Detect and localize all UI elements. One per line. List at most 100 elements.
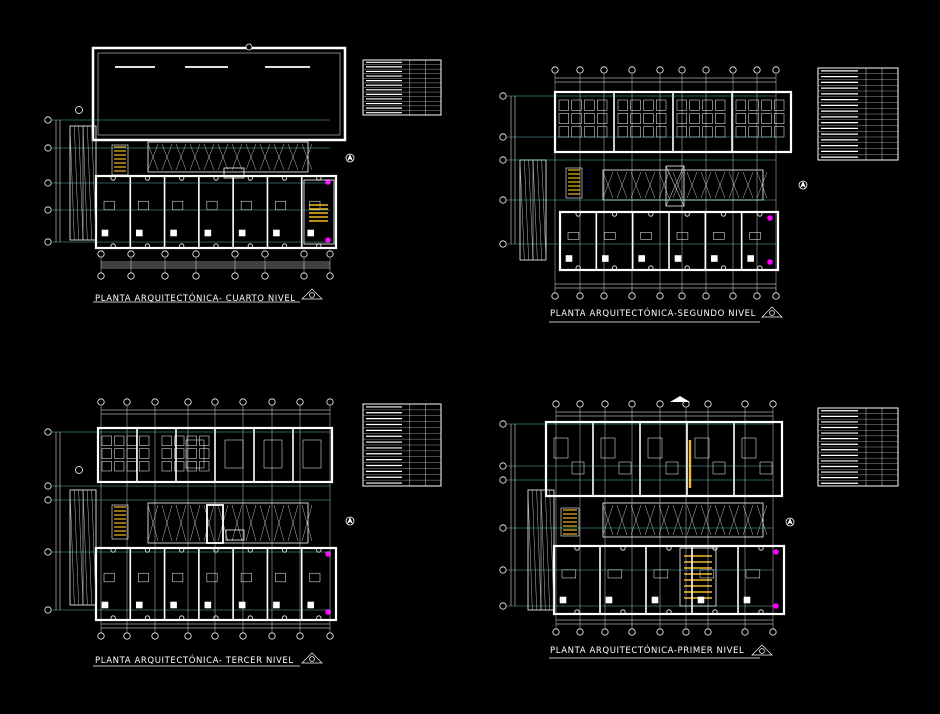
segundo-desk xyxy=(715,126,726,138)
tercer-axis-bubble xyxy=(239,632,247,640)
segundo-desk xyxy=(640,232,652,240)
cuarto-desk xyxy=(103,200,115,211)
cuarto-corridor-hatch xyxy=(175,143,187,171)
segundo-desk xyxy=(558,126,569,138)
segundo-desk xyxy=(604,232,616,240)
segundo-desk xyxy=(617,126,628,138)
segundo-ramp-hatch xyxy=(532,159,538,261)
primer-axis-bubble xyxy=(656,628,664,636)
primer-axis-bubble xyxy=(601,400,609,408)
segundo-desk xyxy=(656,126,667,138)
tercer-column xyxy=(213,615,219,621)
primer-desk xyxy=(571,461,585,475)
primer-room-block xyxy=(552,544,786,616)
segundo-axis-bubble xyxy=(499,92,507,100)
segundo-column xyxy=(575,265,581,271)
segundo-desk xyxy=(630,126,641,138)
plan-title-segundo-nivel: PLANTA ARQUITECTÓNICA-SEGUNDO NIVEL xyxy=(550,309,756,319)
primer-scale-symbol-icon xyxy=(759,648,765,654)
segundo-elevator-shaft xyxy=(665,165,685,207)
cuarto-axis-bubble xyxy=(300,250,308,258)
cuarto-room-block xyxy=(94,174,338,250)
tercer-axis-bubble xyxy=(326,398,334,406)
cuarto-column xyxy=(247,243,253,249)
primer-column xyxy=(574,609,580,615)
segundo-desk xyxy=(702,113,713,124)
cuarto-axis-bubble xyxy=(44,238,52,246)
cuarto-axis-bubble xyxy=(161,250,169,258)
primer-north-arrow-icon xyxy=(787,518,793,525)
cuarto-door-swing xyxy=(238,229,246,237)
tercer-corridor-hatch xyxy=(245,504,257,542)
plan-segundo-nivel xyxy=(499,66,899,323)
cuarto-corridor-hatch xyxy=(189,143,201,171)
primer-corridor-hatch xyxy=(672,504,684,536)
tercer-axis-bubble xyxy=(239,398,247,406)
tercer-north-arrow-icon xyxy=(347,517,353,524)
primer-axis-bubble xyxy=(656,400,664,408)
segundo-axis-bubble xyxy=(702,292,710,300)
segundo-desk xyxy=(715,113,726,124)
tercer-axis-bubble xyxy=(184,632,192,640)
segundo-scale-symbol-icon xyxy=(761,306,783,318)
cuarto-axis-bubble xyxy=(44,116,52,124)
tercer-corridor-hatch xyxy=(189,504,201,542)
primer-desk xyxy=(759,461,773,475)
primer-desk xyxy=(600,437,616,459)
primer-magenta-marker xyxy=(773,603,779,609)
segundo-axis-bubble xyxy=(551,66,559,74)
cuarto-column xyxy=(179,243,185,249)
tercer-desk xyxy=(126,448,137,459)
cuarto-axis-bubble xyxy=(261,272,269,280)
segundo-axis-bubble xyxy=(499,156,507,164)
cuarto-door-swing xyxy=(273,229,280,237)
segundo-desk xyxy=(571,99,582,111)
tercer-corridor-hatch xyxy=(273,504,285,542)
tercer-desk xyxy=(114,461,125,472)
segundo-north-arrow-icon xyxy=(800,181,806,188)
cuarto-desk xyxy=(172,200,184,211)
cuarto-corridor-hatch xyxy=(287,143,299,171)
tercer-desk xyxy=(101,448,112,459)
cuarto-column xyxy=(179,175,185,181)
tercer-desk xyxy=(174,435,185,446)
tercer-column xyxy=(144,615,151,621)
segundo-column xyxy=(648,211,654,217)
primer-desk xyxy=(553,437,569,459)
tercer-magenta-marker xyxy=(325,551,331,557)
segundo-axis-bubble xyxy=(576,292,584,300)
tercer-desk xyxy=(139,435,150,446)
primer-column xyxy=(712,545,718,551)
segundo-axis-bubble xyxy=(729,292,737,300)
segundo-corridor xyxy=(602,169,764,201)
tercer-axis-bubble xyxy=(268,632,276,640)
segundo-axis-bubble xyxy=(600,66,608,74)
cuarto-corridor-hatch xyxy=(217,143,229,171)
primer-stair-well xyxy=(560,507,580,537)
segundo-scale-symbol-icon xyxy=(769,310,775,316)
primer-ramp-hatch xyxy=(540,489,546,611)
cuarto-axis-bubble xyxy=(231,250,239,258)
segundo-axis-bubble xyxy=(753,66,761,74)
primer-ramp-hatch xyxy=(549,489,555,611)
primer-corridor-hatch xyxy=(630,504,642,536)
segundo-desk xyxy=(643,126,654,138)
tercer-scale-symbol-icon xyxy=(301,652,323,664)
segundo-column xyxy=(757,265,763,271)
primer-column xyxy=(666,609,672,615)
tercer-axis-bubble xyxy=(97,632,105,640)
segundo-stair-well xyxy=(565,167,583,199)
primer-axis-bubble xyxy=(628,628,636,636)
primer-door-swing xyxy=(651,596,659,604)
primer-axis-bubble xyxy=(576,628,584,636)
segundo-column xyxy=(720,265,727,271)
tercer-ramp-hatch xyxy=(78,489,84,606)
primer-axis-bubble xyxy=(552,400,560,408)
segundo-axis-bubble xyxy=(499,133,507,141)
cuarto-column xyxy=(110,243,116,249)
cuarto-column xyxy=(144,175,151,181)
primer-scale-symbol-icon xyxy=(751,644,773,656)
segundo-ramp-hatch xyxy=(528,159,534,261)
primer-axis-bubble xyxy=(601,628,609,636)
